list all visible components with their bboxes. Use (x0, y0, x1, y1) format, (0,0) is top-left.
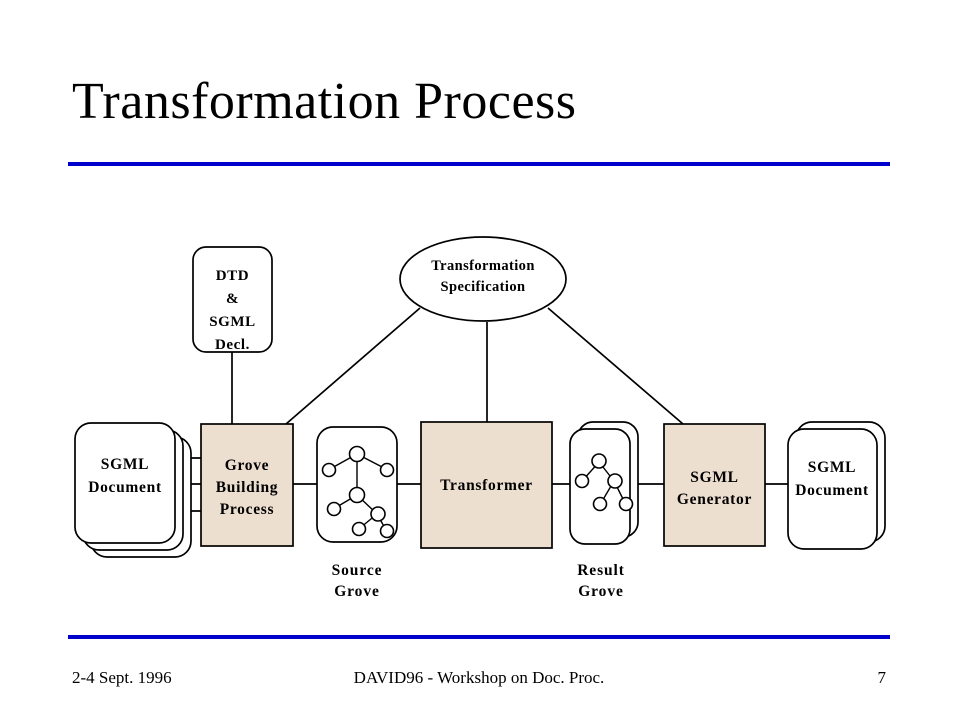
result-grove-caption-line-1: Result (577, 562, 625, 579)
dtd-label-line-2: & (226, 291, 239, 307)
transformation-process-diagram: DTD & SGML Decl. Transformation Specific… (0, 200, 958, 620)
dtd-box (192, 246, 273, 353)
result-document-label-line-1: SGML (808, 459, 856, 476)
result-document-sheet-1 (787, 428, 878, 550)
grove-building-process-label-line-1: Grove (225, 457, 270, 474)
source-grove-node (370, 506, 386, 522)
footer: 2-4 Sept. 1996 DAVID96 - Workshop on Doc… (68, 668, 890, 692)
result-grove-node (592, 496, 608, 512)
transformer-box (420, 421, 553, 549)
grove-building-process-label-line-3: Process (220, 501, 275, 518)
node-transformer[interactable]: Transformer (420, 421, 553, 549)
source-grove-caption-line-2: Grove (334, 583, 380, 600)
result-grove-node (618, 496, 634, 512)
result-grove-node (591, 453, 607, 469)
source-grove-node (379, 462, 395, 478)
source-grove-node (351, 521, 367, 537)
footer-divider-rule (68, 635, 890, 639)
title-divider-rule (68, 162, 890, 166)
grove-building-process-label-line-2: Building (216, 479, 278, 496)
result-grove-sheet-1 (569, 428, 631, 545)
source-document-label-line-2: Document (88, 479, 162, 496)
node-result-grove[interactable]: Result Grove (569, 421, 639, 600)
source-document-sheet-1 (74, 422, 176, 544)
node-dtd-sgml-decl[interactable]: DTD & SGML Decl. (192, 246, 273, 353)
node-source-sgml-document[interactable]: SGML Document (74, 422, 192, 558)
result-grove-node (607, 473, 623, 489)
transformation-specification-label-line-2: Specification (441, 279, 526, 295)
dtd-label-line-1: DTD (216, 268, 249, 284)
sgml-generator-label-line-1: SGML (690, 469, 738, 486)
result-grove-tree-graph (574, 453, 634, 512)
source-grove-tree-graph (321, 445, 395, 539)
source-grove-node (348, 445, 366, 463)
node-source-grove[interactable]: Source Grove (316, 426, 398, 600)
footer-date: 2-4 Sept. 1996 (72, 668, 172, 687)
source-grove-node (379, 523, 395, 539)
footer-page-number: 7 (877, 668, 887, 687)
dtd-label-line-4: Decl. (215, 337, 250, 353)
sgml-generator-label-line-2: Generator (677, 491, 752, 508)
result-document-label-line-2: Document (795, 482, 869, 499)
transformation-specification-label-line-1: Transformation (431, 258, 535, 274)
grove-building-process-box (200, 423, 294, 547)
source-grove-node (326, 501, 342, 517)
dtd-label-line-3: SGML (209, 314, 256, 330)
source-grove-node (321, 462, 337, 478)
source-grove-caption-line-1: Source (332, 562, 383, 579)
edge-spec-to-grove-building (285, 307, 421, 425)
page-title: Transformation Process (72, 73, 577, 130)
result-grove-caption-line-2: Grove (578, 583, 624, 600)
result-grove-node (574, 473, 590, 489)
node-transformation-specification[interactable]: Transformation Specification (399, 236, 567, 322)
source-grove-node (348, 486, 366, 504)
edge-spec-to-sgml-generator (547, 307, 684, 425)
node-sgml-generator[interactable]: SGML Generator (663, 423, 766, 547)
node-result-sgml-document[interactable]: SGML Document (787, 421, 886, 550)
footer-event: DAVID96 - Workshop on Doc. Proc. (353, 668, 605, 687)
transformer-label: Transformer (440, 477, 533, 494)
node-grove-building-process[interactable]: Grove Building Process (200, 423, 294, 547)
sgml-generator-box (663, 423, 766, 547)
source-document-label-line-1: SGML (101, 456, 149, 473)
transformation-specification-ellipse (399, 236, 567, 322)
